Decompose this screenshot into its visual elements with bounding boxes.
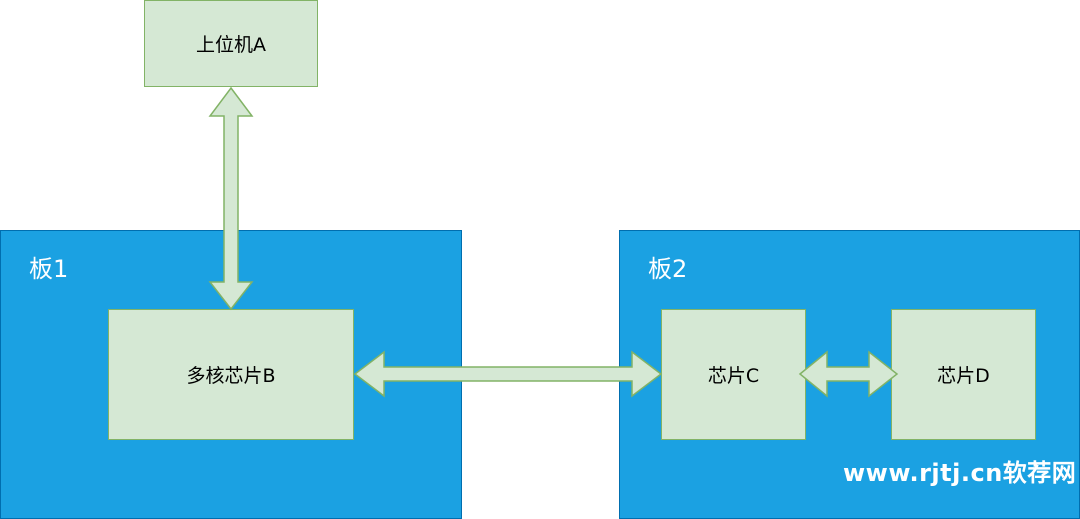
- host-a-node: 上位机A: [144, 0, 318, 87]
- multicore-chip-b-label: 多核芯片B: [186, 365, 276, 387]
- host-to-chip-b-arrow: [208, 86, 254, 311]
- chip-c-label: 芯片C: [707, 365, 760, 387]
- multicore-chip-b-node: 多核芯片B: [108, 309, 354, 440]
- host-a-label: 上位机A: [196, 34, 266, 56]
- chip-d-label: 芯片D: [937, 365, 990, 387]
- watermark-text: www.rjtj.cn软荐网: [843, 459, 1077, 487]
- chip-d-node: 芯片D: [891, 309, 1036, 440]
- chip-b-to-chip-c-arrow: [353, 350, 663, 398]
- board-1-label: 板1: [29, 255, 69, 283]
- chip-c-to-chip-d-arrow: [798, 350, 899, 398]
- chip-c-node: 芯片C: [661, 309, 806, 440]
- board-2-label: 板2: [648, 255, 688, 283]
